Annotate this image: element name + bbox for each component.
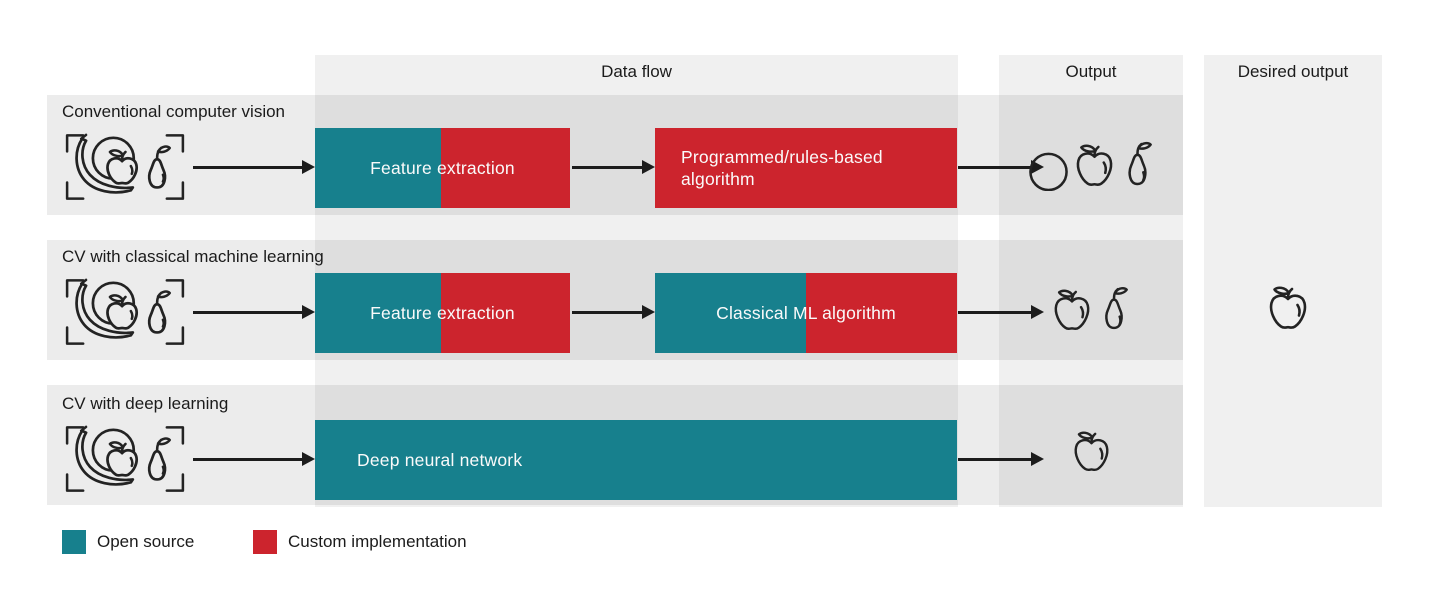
output-icons-row-1 bbox=[999, 134, 1183, 191]
row-label-conventional-cv: Conventional computer vision bbox=[62, 102, 286, 121]
row-band-classical-ml bbox=[47, 240, 1183, 360]
arrow bbox=[572, 311, 642, 314]
box-label: Programmed/rules-based algorithm bbox=[681, 147, 883, 189]
deep-neural-network-box: Deep neural network bbox=[315, 420, 957, 500]
arrow bbox=[193, 458, 302, 461]
arrow bbox=[958, 166, 1031, 169]
open-source-segment bbox=[655, 273, 806, 353]
open-source-segment bbox=[315, 273, 442, 353]
column-header-desired-output: Desired output bbox=[1237, 62, 1349, 81]
pear-icon bbox=[1105, 287, 1128, 330]
apple-icon bbox=[1074, 431, 1108, 472]
programmed-rules-based-box: Programmed/rules-based algorithm bbox=[655, 128, 957, 208]
arrow bbox=[193, 166, 302, 169]
feature-extraction-box: Feature extraction bbox=[315, 273, 570, 353]
open-source-segment bbox=[315, 128, 442, 208]
output-icons-row-2 bbox=[999, 281, 1183, 335]
arrow bbox=[958, 311, 1031, 314]
legend-label: Open source bbox=[97, 532, 195, 551]
input-image-icon bbox=[65, 278, 185, 345]
feature-extraction-box: Feature extraction bbox=[315, 128, 570, 208]
box-label: Deep neural network bbox=[357, 450, 523, 470]
desired-output-column-band bbox=[1204, 55, 1382, 507]
row-band-conventional bbox=[47, 95, 1183, 215]
apple-icon bbox=[106, 156, 138, 185]
pear-icon bbox=[1127, 141, 1152, 186]
custom-implementation-swatch bbox=[253, 530, 277, 554]
arrow bbox=[958, 458, 1031, 461]
pear-icon bbox=[147, 157, 167, 189]
row-label-classical-ml: CV with classical machine learning bbox=[62, 247, 324, 266]
column-header-output: Output bbox=[1065, 62, 1117, 81]
input-image-icon bbox=[65, 425, 185, 492]
arrow bbox=[572, 166, 642, 169]
apple-icon bbox=[1269, 286, 1307, 329]
viewfinder-brackets-icon bbox=[65, 134, 185, 200]
box-label: Feature extraction bbox=[370, 158, 515, 178]
orange-icon bbox=[1028, 152, 1068, 191]
classical-ml-algorithm-box: Classical ML algorithm bbox=[655, 273, 957, 353]
box-label: Feature extraction bbox=[370, 303, 515, 323]
open-source-swatch bbox=[62, 530, 86, 554]
legend-item-custom-implementation: Custom implementation bbox=[253, 530, 467, 554]
desired-output-icon-wrap bbox=[1266, 284, 1310, 334]
banana-icon bbox=[75, 137, 135, 194]
column-header-data-flow: Data flow bbox=[601, 62, 672, 81]
legend-item-open-source: Open source bbox=[62, 530, 194, 554]
row-label-deep-learning: CV with deep learning bbox=[62, 394, 229, 413]
apple-icon bbox=[1076, 144, 1112, 186]
box-label: Classical ML algorithm bbox=[716, 303, 896, 323]
arrow bbox=[193, 311, 302, 314]
input-image-icon bbox=[65, 133, 185, 200]
legend-label: Custom implementation bbox=[288, 532, 467, 551]
apple-icon bbox=[1054, 289, 1090, 331]
output-icons-row-3 bbox=[999, 428, 1183, 476]
